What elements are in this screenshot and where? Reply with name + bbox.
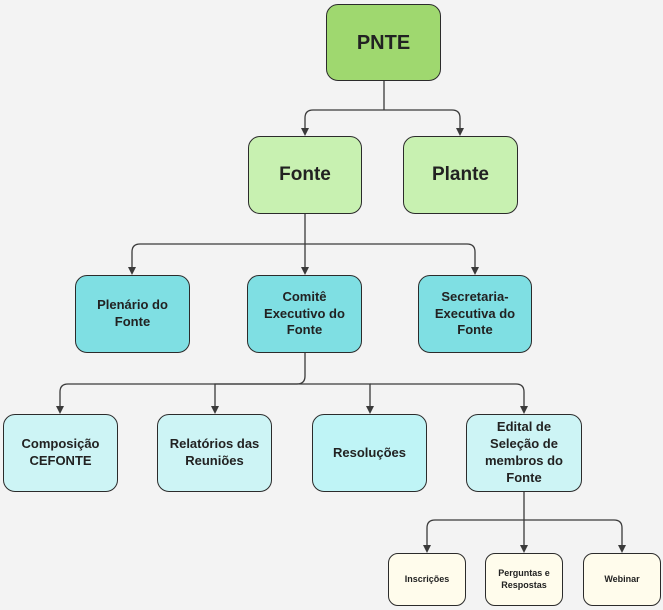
connector-to-webinar: [524, 519, 626, 553]
connector-to-resolucoes: [305, 383, 374, 414]
connector-to-edital: [370, 383, 528, 414]
node-comite-label: Comitê Executivo do Fonte: [264, 288, 345, 338]
node-composicao-label: Composição CEFONTE: [21, 436, 100, 468]
node-webinar-label: Webinar: [604, 573, 640, 584]
connector-to-secretaria: [305, 243, 479, 275]
node-perguntas-label: Perguntas e Respostas: [498, 567, 550, 590]
connector-to-plenario: [128, 243, 305, 275]
connector-to-inscricoes: [423, 519, 524, 553]
node-plante-label: Plante: [431, 163, 490, 185]
node-plenario-label: Plenário do Fonte: [97, 297, 168, 329]
node-plenario[interactable]: Plenário do Fonte: [75, 275, 190, 353]
connector-to-plante: [384, 109, 464, 136]
node-plante[interactable]: Plante: [403, 136, 518, 214]
node-relatorios[interactable]: Relatórios das Reuniões: [157, 414, 272, 492]
connector-to-fonte: [301, 109, 384, 136]
node-perguntas[interactable]: Perguntas e Respostas: [485, 553, 563, 606]
connector-comite: [296, 353, 306, 385]
node-relatorios-label: Relatórios das Reuniões: [169, 436, 260, 468]
node-pnte[interactable]: PNTE: [326, 4, 441, 81]
node-composicao[interactable]: Composição CEFONTE: [3, 414, 118, 492]
node-inscricoes[interactable]: Inscrições: [388, 553, 466, 606]
node-edital[interactable]: Edital de Seleção de membros do Fonte: [466, 414, 582, 492]
node-fonte[interactable]: Fonte: [248, 136, 362, 214]
node-resolucoes-label: Resoluções: [333, 444, 406, 460]
node-resolucoes[interactable]: Resoluções: [312, 414, 427, 492]
node-comite[interactable]: Comitê Executivo do Fonte: [247, 275, 362, 353]
node-fonte-label: Fonte: [279, 163, 331, 185]
node-webinar[interactable]: Webinar: [583, 553, 661, 606]
connector-to-relatorios: [211, 383, 305, 414]
node-edital-label: Edital de Seleção de membros do Fonte: [484, 419, 563, 485]
node-secretaria-label: Secretaria-Executiva do Fonte: [434, 288, 516, 338]
node-pnte-label: PNTE: [356, 31, 411, 54]
connector-to-composicao: [56, 383, 297, 414]
node-secretaria[interactable]: Secretaria-Executiva do Fonte: [418, 275, 532, 353]
node-inscricoes-label: Inscrições: [404, 573, 450, 584]
